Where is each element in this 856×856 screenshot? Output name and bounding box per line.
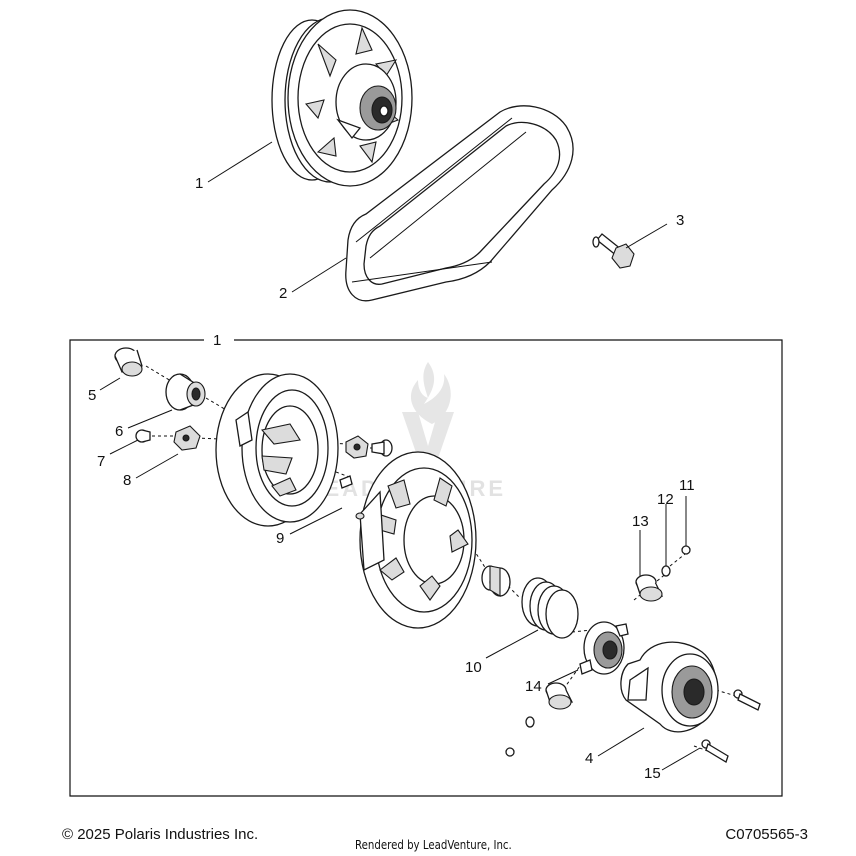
callout-8: 8: [123, 472, 131, 489]
cover-screw: [701, 739, 729, 763]
spring: [521, 577, 579, 639]
key: [339, 475, 353, 489]
bolt: [592, 233, 635, 269]
drawing-number: C0705565-3: [725, 826, 808, 843]
callout-6: 6: [115, 423, 123, 440]
washer: [661, 565, 671, 577]
bushing: [114, 347, 143, 377]
callout-15: 15: [644, 765, 661, 782]
drive-belt: [345, 105, 574, 302]
bearing: [165, 373, 206, 411]
lower-washer: [525, 716, 535, 728]
callout-1-frame: 1: [213, 332, 221, 349]
slider-button: [173, 425, 201, 451]
callout-3: 3: [676, 212, 684, 229]
callout-13: 13: [632, 513, 649, 530]
callout-4: 4: [585, 750, 593, 767]
e-clip: [681, 545, 691, 555]
callout-5: 5: [88, 387, 96, 404]
lower-bushing: [545, 682, 574, 710]
screw: [371, 439, 393, 457]
cover-bushing: [635, 574, 664, 602]
watermark-logo: [402, 362, 454, 470]
callout-7: 7: [97, 453, 105, 470]
stationary-sheave: [215, 373, 339, 527]
pin: [135, 429, 151, 443]
callout-9: 9: [276, 530, 284, 547]
exploded-view-frame: [69, 339, 783, 797]
slider-block: [345, 435, 369, 459]
spring-collar: [481, 565, 511, 597]
callout-2: 2: [279, 285, 287, 302]
cover-screw: [733, 689, 761, 711]
callout-1-top: 1: [195, 175, 203, 192]
rendered-by-credit: Rendered by LeadVenture, Inc.: [355, 838, 512, 852]
driven-clutch-assembly: [271, 9, 413, 187]
helix: [579, 621, 629, 675]
callout-11: 11: [679, 477, 695, 494]
callout-14: 14: [525, 678, 542, 695]
callout-12: 12: [657, 491, 674, 508]
copyright-notice: © 2025 Polaris Industries Inc.: [62, 826, 259, 843]
moveable-sheave: [355, 451, 477, 629]
clutch-cover: [620, 641, 719, 733]
callout-10: 10: [465, 659, 482, 676]
lower-clip: [505, 747, 515, 757]
